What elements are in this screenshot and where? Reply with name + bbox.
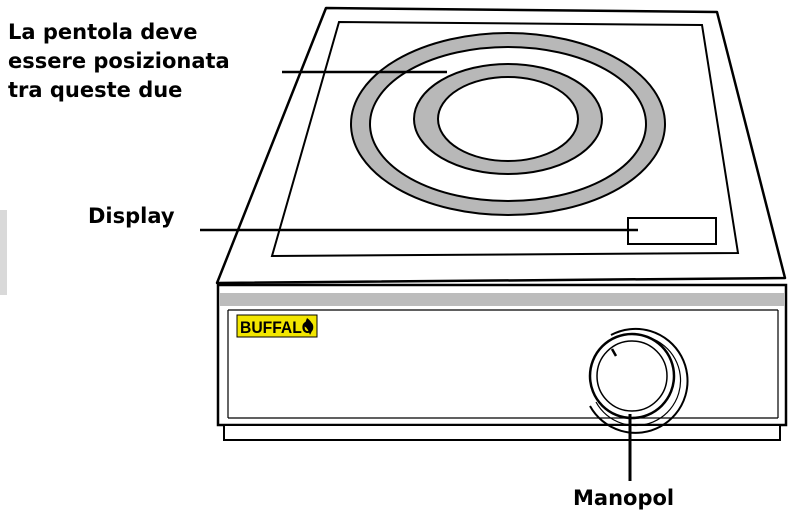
brand-logo: BUFFALO [236, 314, 318, 338]
brand-logo-text: BUFFALO [240, 318, 314, 337]
knob-label: Manopol [573, 486, 675, 510]
pot-position-label: La pentola deve essere posizionata tra q… [8, 18, 230, 105]
knob-scale-arc [589, 327, 689, 434]
control-knob[interactable] [588, 327, 689, 434]
display-label: Display [88, 204, 175, 228]
display-window [627, 217, 717, 245]
pot-position-label-line: essere posizionata [8, 49, 230, 73]
brand-logo-badge [236, 314, 318, 338]
knob-indicator [610, 348, 618, 357]
front-panel-stripe [219, 293, 785, 306]
scan-smudge [0, 210, 7, 295]
inner-cooking-ring [413, 63, 603, 175]
pot-position-label-line: tra queste due [8, 78, 183, 102]
knob-body-inner [596, 340, 668, 412]
hob-base [223, 424, 781, 441]
buffalo-horn-icon [304, 318, 313, 335]
pot-position-label-line: La pentola deve [8, 20, 198, 44]
